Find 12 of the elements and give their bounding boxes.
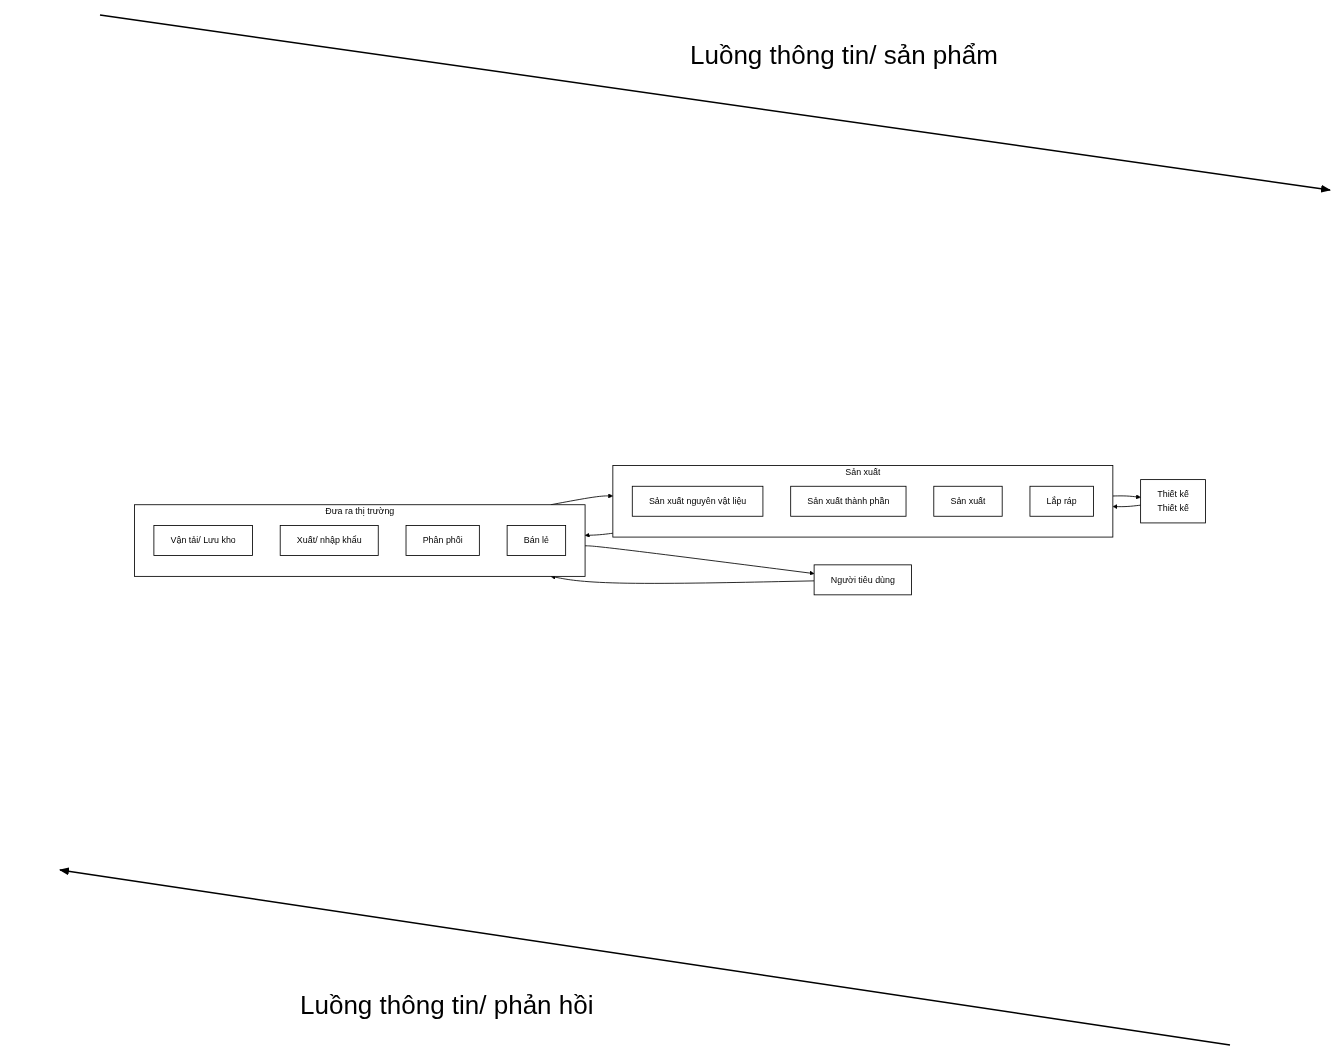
node-box: Lắp ráp [1029, 485, 1094, 517]
node-box: Sản xuất [933, 485, 1003, 517]
node-box: Thiết kế Thiết kế [1140, 479, 1206, 524]
node-box: Vận tải/ Lưu kho [153, 525, 253, 556]
flow-label: Luồng thông tin/ phản hồi [300, 990, 594, 1021]
node-box: Sản xuất thành phần [790, 485, 907, 517]
node-box: Phân phối [405, 525, 480, 556]
flow-label: Luồng thông tin/ sản phẩm [690, 40, 998, 71]
node-box: Xuất/ nhập khẩu [279, 525, 379, 556]
node-box: Bán lẻ [506, 525, 567, 556]
node-box: Người tiêu dùng [813, 564, 912, 596]
node-box: Sản xuất nguyên vật liệu [631, 485, 764, 517]
